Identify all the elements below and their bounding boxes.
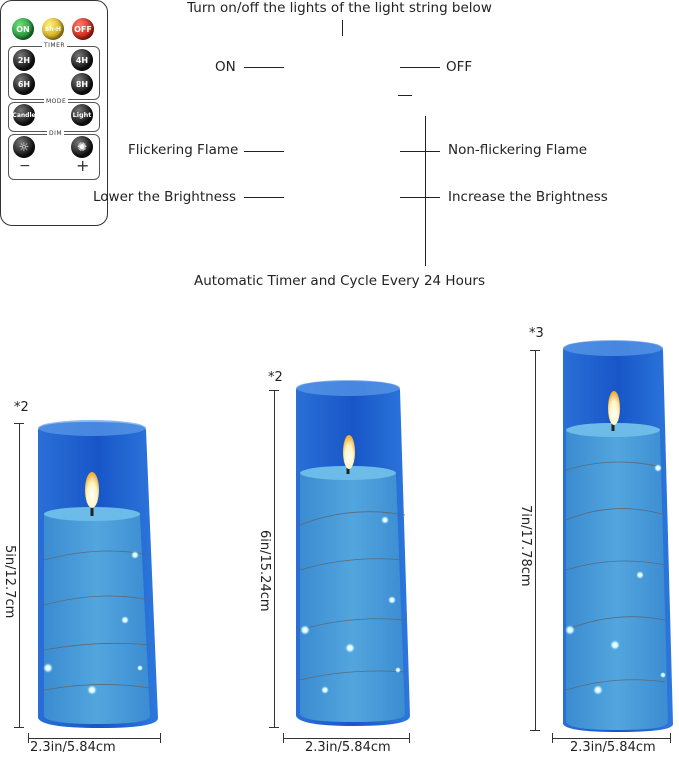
- non-flicker-label: Non-flickering Flame: [448, 142, 588, 158]
- off-button[interactable]: OFF: [72, 18, 94, 40]
- minus-sign: −: [19, 158, 31, 174]
- sun-bright-icon: ✺: [76, 140, 88, 154]
- timer-8h-button[interactable]: 8H: [71, 73, 93, 95]
- timer-2h-button[interactable]: 2H: [13, 49, 35, 71]
- dim-down-button[interactable]: ☼: [13, 136, 35, 158]
- dim-tick: [530, 730, 540, 731]
- candle-mode-button[interactable]: Candle: [12, 104, 36, 126]
- page-title: Turn on/off the lights of the light stri…: [187, 0, 492, 16]
- candle-large: [563, 340, 673, 732]
- flame-icon: [343, 435, 355, 469]
- candle-1-width-line: [28, 738, 160, 739]
- light-mode-button[interactable]: Light: [71, 104, 93, 126]
- candle-3-height-label: 7in/17.78cm: [518, 505, 533, 587]
- candle-2-width-label: 2.3in/5.84cm: [305, 740, 391, 755]
- candle-1-height-line: [19, 423, 20, 727]
- remote-control: ON 8h-H OFF TIMER 2H 4H 6H 8H MODE Candl…: [0, 0, 108, 226]
- mode-label: MODE: [44, 98, 69, 105]
- timer-4h-button[interactable]: 4H: [71, 49, 93, 71]
- timer-tick: [398, 95, 412, 96]
- timer-6h-button[interactable]: 6H: [13, 73, 35, 95]
- dim-tick: [14, 727, 24, 728]
- candle-2-width-line: [283, 738, 409, 739]
- dim-tick: [160, 733, 161, 743]
- flicker-label: Flickering Flame: [128, 142, 239, 158]
- candle-1-height-label: 5in/12.7cm: [2, 545, 17, 619]
- sun-dim-icon: ☼: [18, 140, 30, 154]
- timer-connector: [425, 116, 426, 266]
- on-button[interactable]: ON: [12, 18, 34, 40]
- increase-brightness-label: Increase the Brightness: [448, 189, 608, 205]
- flame-icon: [608, 391, 620, 425]
- candle-3-width-line: [552, 738, 670, 739]
- dim-up-button[interactable]: ✺: [71, 136, 93, 158]
- candle-3-height-line: [535, 350, 536, 730]
- candle-small: [38, 420, 158, 728]
- candle-3-quantity: *3: [529, 326, 544, 341]
- flicker-connector: [244, 151, 284, 152]
- dim-tick: [409, 733, 410, 743]
- flame-icon: [85, 472, 99, 508]
- plus-sign: +: [76, 156, 90, 175]
- candle-2-quantity: *2: [268, 370, 283, 385]
- on-label: ON: [215, 59, 236, 75]
- off-connector: [400, 67, 440, 68]
- dim-tick: [670, 733, 671, 743]
- dim-label: DIM: [47, 130, 65, 137]
- increase-connector: [400, 197, 440, 198]
- candle-1-quantity: *2: [14, 400, 29, 415]
- off-label: OFF: [446, 59, 473, 75]
- dim-tick: [269, 727, 279, 728]
- candle-1-width-label: 2.3in/5.84cm: [30, 740, 116, 755]
- on-connector: [244, 67, 284, 68]
- non-flicker-connector: [400, 151, 440, 152]
- timer-label: TIMER: [42, 42, 68, 49]
- cycle-button[interactable]: 8h-H: [42, 18, 64, 40]
- timer-note: Automatic Timer and Cycle Every 24 Hours: [194, 273, 485, 289]
- lower-connector: [244, 197, 284, 198]
- candle-2-height-line: [274, 390, 275, 727]
- candle-medium: [296, 380, 410, 726]
- lower-brightness-label: Lower the Brightness: [93, 189, 237, 205]
- candle-3-width-label: 2.3in/5.84cm: [570, 740, 656, 755]
- candle-2-height-label: 6in/15.24cm: [257, 530, 272, 612]
- title-connector: [342, 20, 343, 36]
